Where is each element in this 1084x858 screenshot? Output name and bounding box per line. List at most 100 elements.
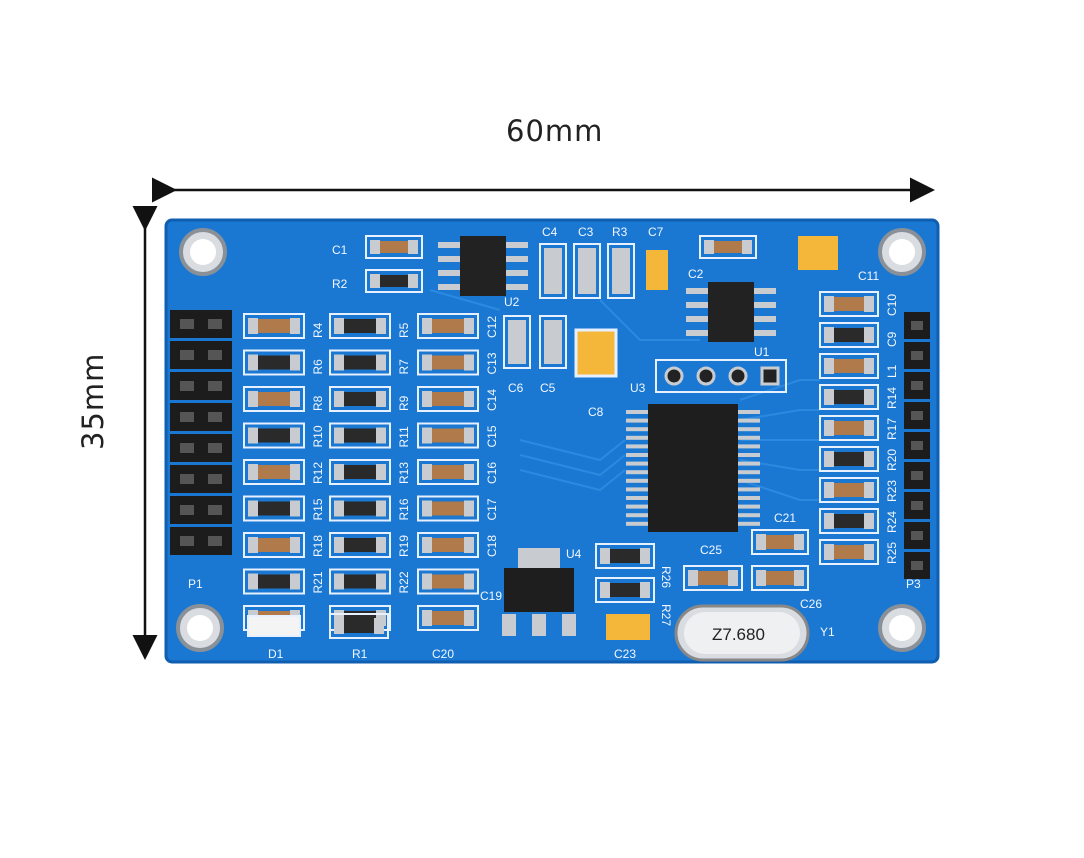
label-r5: R5 — [397, 322, 411, 338]
smd-part — [595, 577, 655, 603]
label-c23: C23 — [614, 647, 636, 661]
smd-part — [329, 532, 391, 558]
label-r24: R24 — [885, 511, 899, 533]
label-c7: C7 — [648, 225, 664, 239]
smd-part — [329, 495, 391, 522]
smd-part — [607, 243, 635, 299]
smd-part — [329, 459, 391, 485]
label-c19: C19 — [480, 589, 502, 603]
label-c10: C10 — [885, 294, 899, 316]
smd-part — [819, 446, 879, 472]
smd-part — [329, 613, 389, 639]
smd-part — [819, 384, 879, 410]
label-c17: C17 — [485, 498, 499, 520]
label-d1: D1 — [268, 647, 284, 661]
label-r4: R4 — [311, 322, 325, 338]
smd-part — [243, 422, 305, 449]
smd-part — [417, 459, 479, 485]
four-pin-header — [655, 359, 787, 393]
label-c11: C11 — [858, 269, 879, 283]
label-p3: P3 — [906, 577, 921, 591]
u3-main-ic — [626, 404, 760, 532]
smd-part — [417, 386, 479, 412]
label-p1: P1 — [188, 577, 203, 591]
smd-part — [539, 315, 567, 369]
header-pin-pair — [170, 434, 232, 462]
label-r2: R2 — [332, 277, 348, 291]
pcb-traces — [429, 289, 820, 501]
smd-part — [329, 313, 391, 339]
label-r7: R7 — [397, 359, 411, 375]
diode-d1 — [247, 615, 301, 637]
label-r12: R12 — [311, 462, 325, 484]
label-c1: C1 — [332, 243, 348, 257]
smd-components — [243, 235, 879, 639]
label-r14: R14 — [885, 387, 899, 409]
label-r6: R6 — [311, 359, 325, 375]
smd-part — [329, 386, 391, 412]
smd-part — [417, 313, 479, 339]
label-u2: U2 — [504, 295, 520, 309]
label-c3: C3 — [578, 225, 594, 239]
smd-part — [819, 353, 879, 379]
label-c2: C2 — [688, 267, 704, 281]
label-r20: R20 — [885, 449, 899, 471]
smd-part — [417, 532, 479, 558]
smd-part — [503, 315, 531, 369]
label-c20: C20 — [432, 647, 454, 661]
header-pin-pair — [170, 527, 232, 555]
smd-part — [819, 508, 879, 534]
crystal-marking: Z7.680 — [712, 625, 765, 644]
u1-chip — [686, 282, 776, 342]
smd-part — [683, 565, 743, 591]
label-c16: C16 — [485, 462, 499, 484]
header-pin-pair — [170, 372, 232, 400]
smd-part — [243, 532, 305, 558]
label-r27: R27 — [659, 604, 673, 626]
smd-part — [243, 459, 305, 485]
p3-pin-header — [904, 312, 930, 579]
label-r25: R25 — [885, 542, 899, 564]
label-c18: C18 — [485, 535, 499, 557]
smd-part — [819, 291, 879, 317]
label-c6: C6 — [508, 381, 524, 395]
smd-part — [539, 243, 567, 299]
label-c13: C13 — [485, 352, 499, 374]
label-c14: C14 — [485, 389, 499, 411]
smd-part — [417, 605, 479, 631]
smd-part — [819, 539, 879, 565]
smd-part — [243, 495, 305, 522]
smd-part — [243, 349, 305, 376]
label-r19: R19 — [397, 535, 411, 557]
smd-part — [329, 568, 391, 595]
u2-chip — [438, 236, 528, 296]
p1-pin-header — [170, 310, 232, 555]
smd-part — [699, 235, 757, 259]
label-r21: R21 — [311, 571, 325, 593]
label-u4: U4 — [566, 547, 582, 561]
label-c5: C5 — [540, 381, 556, 395]
label-c8: C8 — [588, 405, 604, 419]
label-l1: L1 — [885, 364, 899, 378]
header-pin-pair — [170, 403, 232, 431]
label-r13: R13 — [397, 462, 411, 484]
label-u1: U1 — [754, 345, 770, 359]
header-pin-pair — [170, 465, 232, 493]
label-r18: R18 — [311, 535, 325, 557]
smd-part — [751, 529, 809, 555]
label-r23: R23 — [885, 480, 899, 502]
smd-part — [819, 322, 879, 348]
smd-part — [243, 313, 305, 339]
header-pin-pair — [170, 310, 232, 338]
smd-part — [243, 386, 305, 412]
label-r1: R1 — [352, 647, 368, 661]
label-c4: C4 — [542, 225, 558, 239]
smd-part — [329, 422, 391, 449]
smd-part — [417, 422, 479, 449]
label-r26: R26 — [659, 566, 673, 588]
label-r11: R11 — [397, 426, 411, 447]
label-r3: R3 — [612, 225, 628, 239]
label-r22: R22 — [397, 571, 411, 593]
